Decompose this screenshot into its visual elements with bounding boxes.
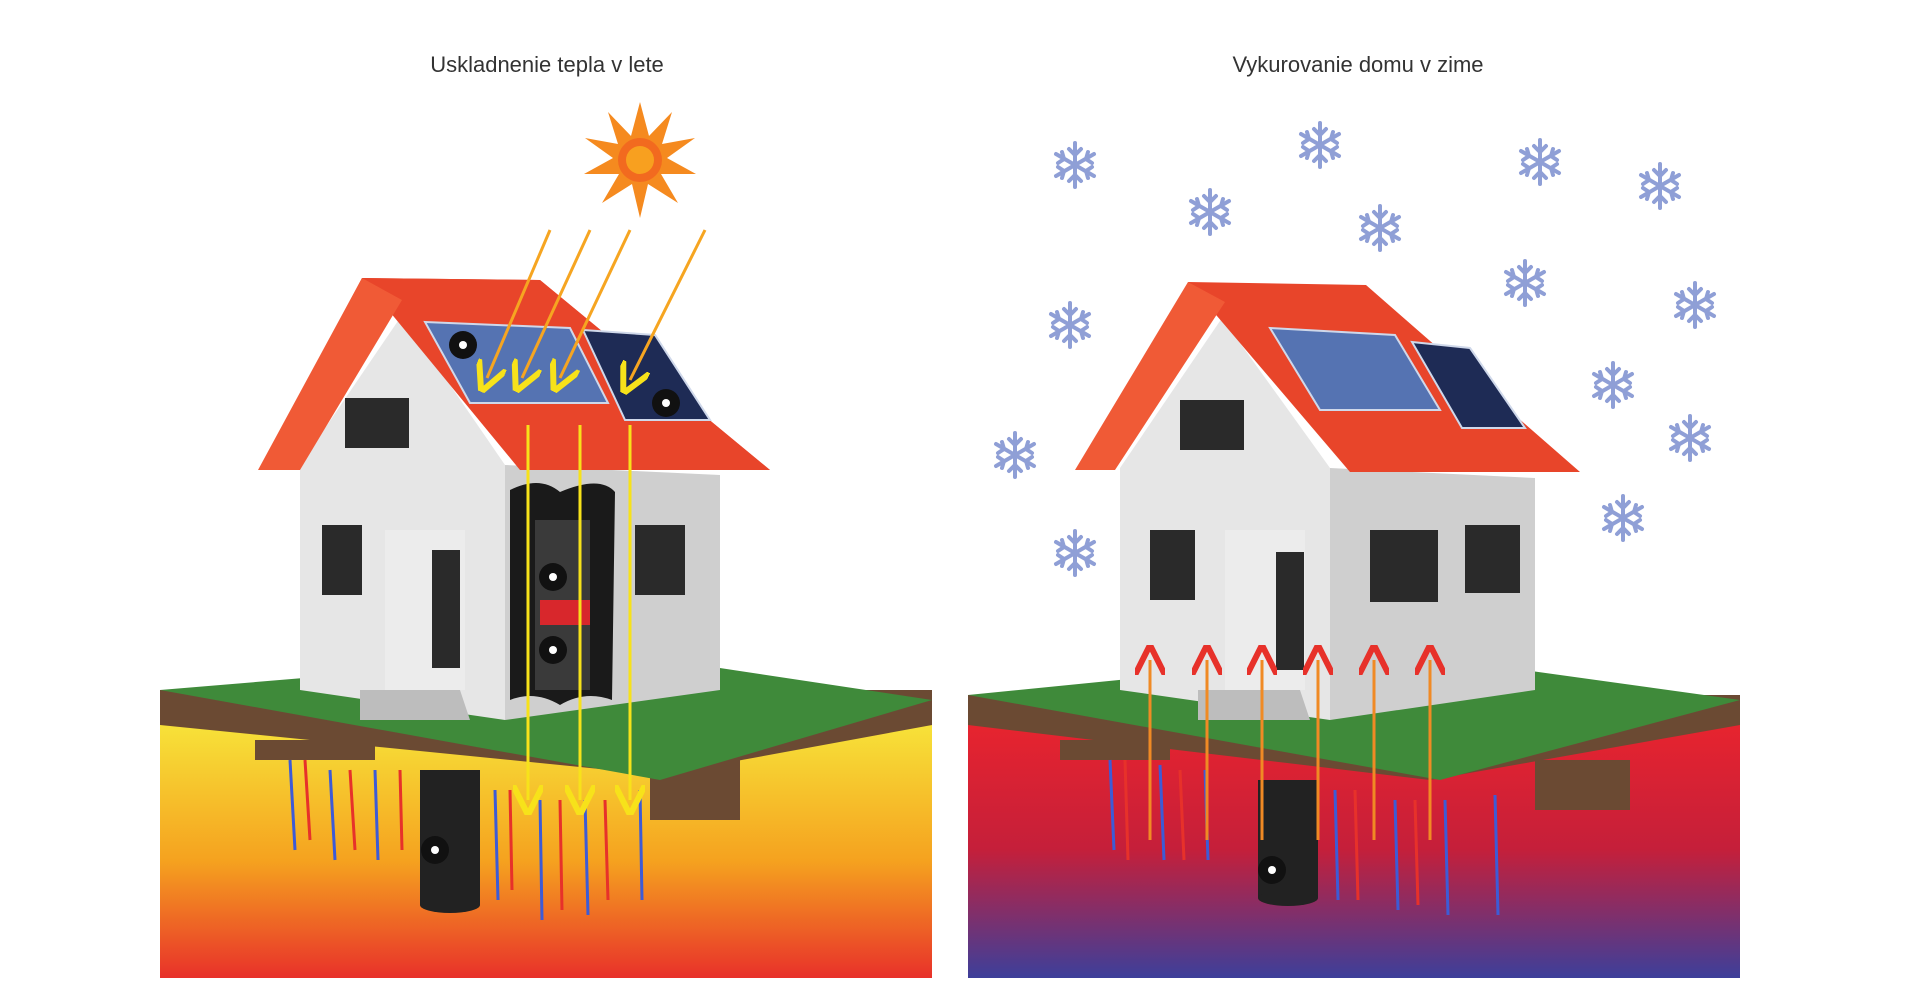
snowflake-icon	[1602, 494, 1644, 542]
snowflake-icon	[1359, 204, 1401, 252]
marker-icon	[539, 636, 567, 664]
sun-icon	[584, 102, 696, 218]
winter-up-arrows	[1150, 660, 1430, 840]
snowflake-icon	[1299, 121, 1341, 169]
winter-door	[1276, 552, 1304, 670]
snowflake-icon	[1189, 188, 1231, 236]
sun-rays	[487, 229, 707, 380]
snowflake-icon	[994, 431, 1036, 479]
winter-title: Vykurovanie domu v zime	[1232, 52, 1484, 77]
winter-window	[1150, 530, 1195, 600]
summer-down-arrows	[528, 425, 630, 800]
summer-window	[635, 525, 685, 595]
winter-thermal-panel	[1410, 340, 1527, 429]
snowflake-icon	[1592, 361, 1634, 409]
snowflake-icon	[1674, 281, 1716, 329]
marker-icon	[539, 563, 567, 591]
snowflake-icon	[1054, 529, 1096, 577]
winter-grass	[968, 668, 1740, 780]
summer-window	[322, 525, 362, 595]
winter-pv-panel	[1268, 326, 1442, 411]
winter-window	[1370, 530, 1438, 602]
marker-icon	[1258, 856, 1286, 884]
snowflake-icon	[1669, 414, 1711, 462]
snowflake-icon	[1519, 138, 1561, 186]
summer-title: Uskladnenie tepla v lete	[430, 52, 664, 77]
winter-roof	[1075, 282, 1225, 470]
winter-scene	[968, 121, 1740, 978]
marker-icon	[449, 331, 477, 359]
summer-probes	[288, 759, 644, 921]
snowflake-icon	[1049, 301, 1091, 349]
marker-icon	[421, 836, 449, 864]
snowflake-icon	[1054, 141, 1096, 189]
snowflake-icon	[1504, 259, 1546, 307]
marker-icon	[652, 389, 680, 417]
summer-scene	[160, 102, 932, 978]
winter-window	[1180, 400, 1244, 450]
summer-window	[345, 398, 409, 448]
winter-window	[1465, 525, 1520, 593]
summer-door	[432, 550, 460, 668]
snowflake-icon	[1639, 162, 1681, 210]
